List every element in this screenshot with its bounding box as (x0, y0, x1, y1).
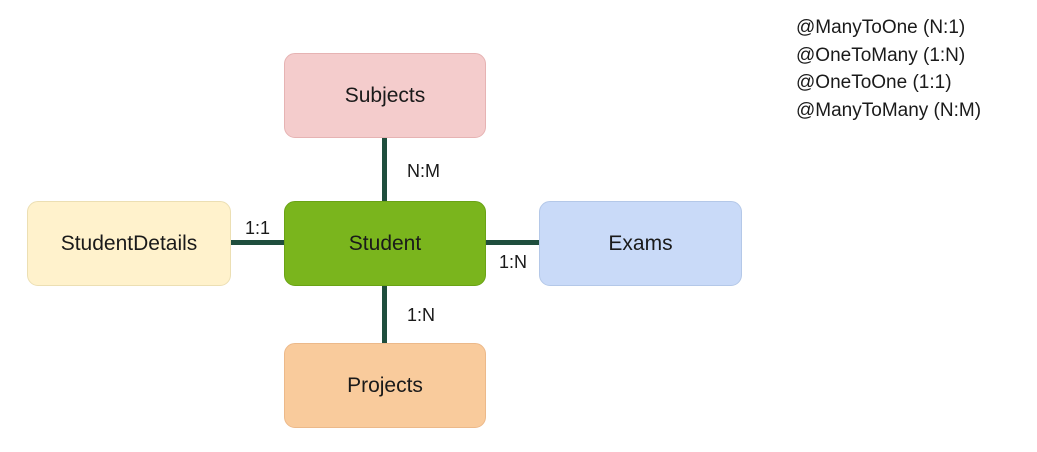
connector-student-subjects (382, 138, 387, 201)
connector-student-exams (486, 240, 539, 245)
legend-item: @OneToOne (1:1) (796, 72, 952, 93)
cardinality-student-details: 1:1 (245, 218, 271, 238)
entity-subjects[interactable]: Subjects (284, 53, 486, 138)
entity-projects[interactable]: Projects (284, 343, 486, 428)
entity-student-details[interactable]: StudentDetails (27, 201, 231, 286)
cardinality-student-projects: 1:N (407, 305, 436, 325)
connector-student-projects (382, 286, 387, 343)
entity-student[interactable]: Student (284, 201, 486, 286)
cardinality-student-subjects: N:M (407, 161, 440, 181)
entity-exams[interactable]: Exams (539, 201, 742, 286)
relationship-legend: @ManyToOne (N:1) @OneToMany (1:N) @OneTo… (796, 14, 981, 124)
cardinality-student-exams: 1:N (499, 252, 528, 272)
legend-item: @ManyToOne (N:1) (796, 17, 966, 38)
legend-item: @ManyToMany (N:M) (796, 99, 982, 121)
legend-item: @OneToMany (1:N) (796, 44, 966, 66)
connector-student-details (231, 240, 284, 245)
